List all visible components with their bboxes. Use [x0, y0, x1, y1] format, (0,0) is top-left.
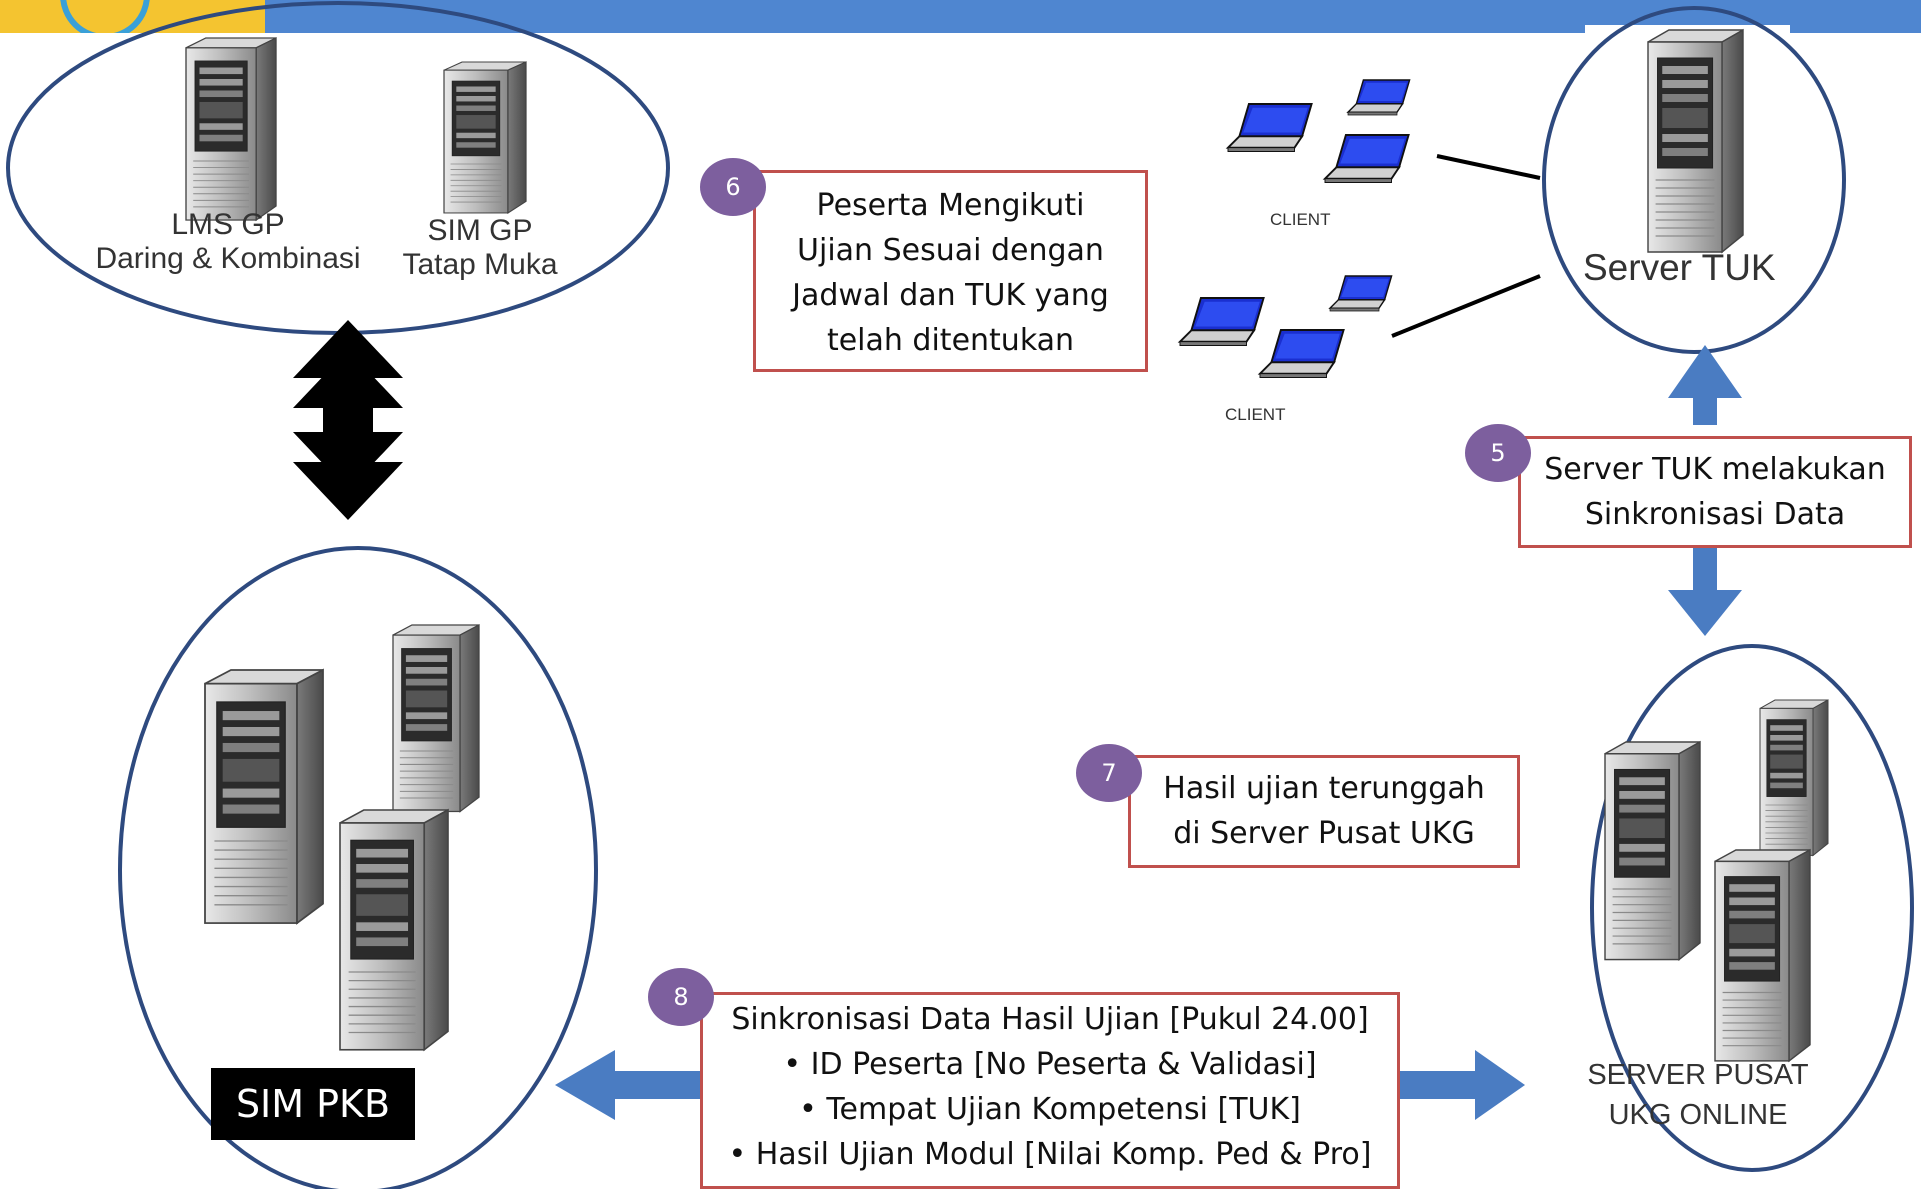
- step-8-title: Sinkronisasi Data Hasil Ujian [Pukul 24.…: [731, 1002, 1369, 1037]
- lms-simgp-ellipse: [6, 1, 670, 335]
- step-8-badge: 8: [648, 968, 714, 1026]
- step-5-box: Server TUK melakukan Sinkronisasi Data: [1518, 436, 1912, 548]
- server-pusat-ellipse: [1590, 644, 1914, 1172]
- client-laptop-icon: [1324, 134, 1410, 184]
- client-laptop-icon: [1179, 297, 1265, 347]
- simpkb-label: SIM PKB: [211, 1068, 415, 1140]
- simpkb-server-2-icon: [392, 624, 480, 813]
- lms-label: LMS GP Daring & Kombinasi: [95, 208, 361, 275]
- simpkb-server-1-icon: [204, 669, 324, 924]
- simpkb-server-3-icon: [339, 809, 449, 1051]
- step-8-bullet: • ID Peserta [No Peserta & Validasi]: [783, 1047, 1317, 1082]
- server-tuk-label: Server TUK: [1583, 247, 1776, 288]
- sync-arrow-up: [1668, 345, 1742, 425]
- lms-server-icon: [185, 37, 277, 221]
- server-pusat-label: SERVER PUSAT UKG ONLINE: [1587, 1059, 1809, 1131]
- pusat-server-3-icon: [1714, 849, 1811, 1062]
- pusat-server-2-icon: [1759, 699, 1829, 856]
- logo: [0, 0, 265, 33]
- client-label: CLIENT: [1225, 405, 1286, 424]
- client-link-line: [1391, 274, 1541, 338]
- simgp-label: SIM GP Tatap Muka: [402, 214, 558, 281]
- simpkb-ellipse: [118, 546, 598, 1189]
- step-5-badge: 5: [1465, 424, 1531, 482]
- step-7-box: Hasil ujian terunggah di Server Pusat UK…: [1128, 755, 1520, 868]
- client-label: CLIENT: [1270, 210, 1331, 229]
- server-tuk-icon: [1647, 29, 1744, 253]
- step-7-badge: 7: [1076, 744, 1142, 802]
- step-6-box: Peserta Mengikuti Ujian Sesuai dengan Ja…: [753, 170, 1148, 372]
- sync-arrow-down: [1668, 590, 1742, 636]
- step-8-bullet: • Tempat Ujian Kompetensi [TUK]: [799, 1092, 1301, 1127]
- simgp-server-icon: [443, 61, 527, 214]
- step-8-box: Sinkronisasi Data Hasil Ujian [Pukul 24.…: [700, 992, 1400, 1189]
- client-laptop-icon: [1329, 275, 1393, 312]
- client-link-line: [1436, 154, 1541, 180]
- client-laptop-icon: [1259, 329, 1345, 379]
- arrow-to-server-pusat: [1475, 1050, 1525, 1120]
- client-laptop-icon: [1227, 103, 1313, 153]
- client-laptop-icon: [1347, 79, 1411, 116]
- pusat-server-1-icon: [1604, 741, 1701, 961]
- arrow-to-simpkb: [555, 1050, 615, 1120]
- step-8-bullet: • Hasil Ujian Modul [Nilai Komp. Ped & P…: [728, 1137, 1372, 1172]
- server-tuk-ellipse: [1542, 6, 1846, 354]
- step-6-badge: 6: [700, 158, 766, 216]
